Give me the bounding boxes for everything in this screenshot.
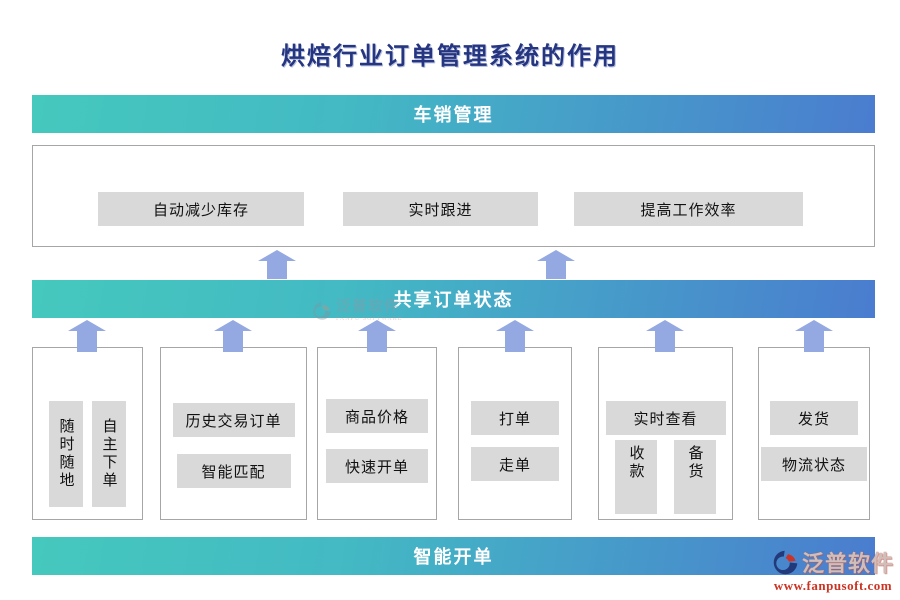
- up-arrow: [496, 320, 534, 352]
- up-arrow: [214, 320, 252, 352]
- feature-real-time-follow-up: 实时跟进: [343, 192, 538, 226]
- item-prepare-goods: 备货: [674, 440, 716, 514]
- watermark-caption-text: FANPU SOFTWARE: [336, 316, 403, 322]
- item-smart-matching: 智能匹配: [176, 454, 291, 488]
- arrow-stem: [804, 331, 824, 352]
- arrow-head: [496, 320, 534, 331]
- group-box-shipping-logistics: 发货 物流状态: [758, 347, 870, 520]
- watermark-brand-text: 泛普软件: [336, 299, 401, 315]
- fanpu-logo-icon: [313, 302, 331, 320]
- up-arrow: [358, 320, 396, 352]
- feature-auto-reduce-stock: 自动减少库存: [98, 192, 304, 226]
- up-arrow: [795, 320, 833, 352]
- item-ship-goods: 发货: [770, 401, 858, 435]
- group-box-history-matching: 历史交易订单 智能匹配: [160, 347, 307, 520]
- bar-vehicle-sales-management: 车销管理: [32, 95, 875, 133]
- arrow-head: [795, 320, 833, 331]
- arrow-stem: [655, 331, 675, 352]
- watermark-bottom-right: 泛普软件 www.fanpusoft.com: [772, 546, 894, 594]
- up-arrow: [646, 320, 684, 352]
- arrow-head: [646, 320, 684, 331]
- item-realtime-view: 实时查看: [605, 401, 726, 435]
- bar-smart-billing: 智能开单: [32, 537, 875, 575]
- feature-box: 自动减少库存 实时跟进 提高工作效率: [32, 145, 875, 247]
- item-historical-orders: 历史交易订单: [172, 403, 295, 437]
- watermark-brand-text: 泛普软件: [801, 551, 894, 576]
- page-title: 烘焙行业订单管理系统的作用: [281, 44, 619, 70]
- group-box-anytime-ordering: 随时随地 自主下单: [32, 347, 143, 520]
- item-logistics-status: 物流状态: [761, 447, 867, 481]
- item-anytime-anywhere: 随时随地: [49, 401, 83, 507]
- arrow-stem: [367, 331, 387, 352]
- up-arrow: [537, 250, 575, 279]
- arrow-stem: [505, 331, 525, 352]
- item-quick-billing: 快速开单: [326, 449, 428, 483]
- watermark-url-text: www.fanpusoft.com: [773, 578, 893, 593]
- arrow-head: [214, 320, 252, 331]
- item-self-ordering: 自主下单: [92, 401, 126, 507]
- item-product-price: 商品价格: [326, 399, 428, 433]
- group-box-realtime-view: 实时查看 收款 备货: [598, 347, 733, 520]
- fanpu-logo-icon: [773, 550, 798, 574]
- arrow-head: [258, 250, 296, 261]
- item-collect-payment: 收款: [615, 440, 657, 514]
- arrow-stem: [77, 331, 97, 352]
- arrow-stem: [223, 331, 243, 352]
- bar-share-order-status: 共享订单状态: [32, 280, 875, 318]
- group-box-price-quick-order: 商品价格 快速开单: [317, 347, 437, 520]
- item-move-order: 走单: [471, 447, 559, 481]
- arrow-stem: [267, 261, 287, 279]
- arrow-head: [68, 320, 106, 331]
- feature-improve-efficiency: 提高工作效率: [574, 192, 803, 226]
- watermark-center: 泛普软件 FANPU SOFTWARE: [312, 300, 402, 322]
- arrow-stem: [546, 261, 566, 279]
- item-print-order: 打单: [471, 401, 559, 435]
- up-arrow: [258, 250, 296, 279]
- arrow-head: [537, 250, 575, 261]
- arrow-head: [358, 320, 396, 331]
- group-box-print-dispatch: 打单 走单: [458, 347, 572, 520]
- up-arrow: [68, 320, 106, 352]
